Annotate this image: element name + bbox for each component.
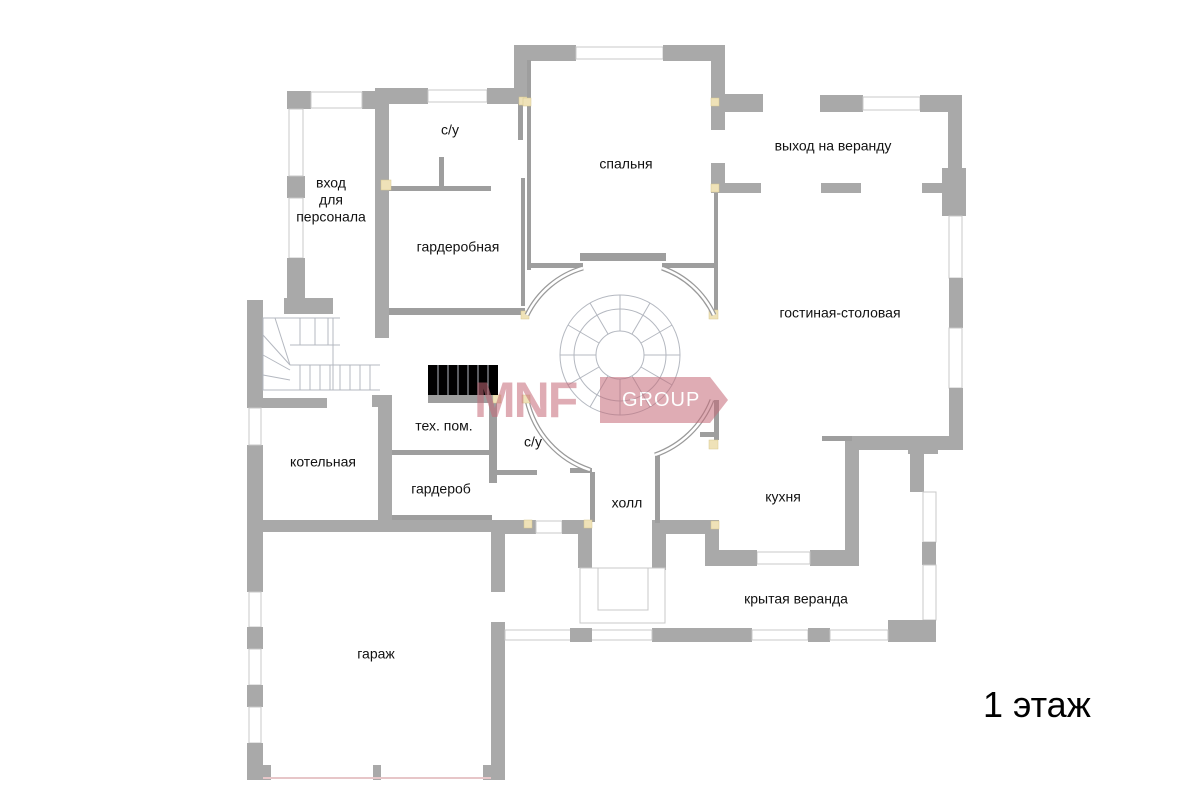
room-label-living-dining: гостиная-столовая bbox=[779, 304, 901, 321]
staircase-middle bbox=[428, 365, 498, 395]
room-label-hall: холл bbox=[611, 494, 643, 511]
room-label-veranda-exit: выход на веранду bbox=[774, 137, 892, 154]
spiral-staircase bbox=[521, 265, 717, 473]
room-label-bathroom-top: с/у bbox=[441, 121, 459, 138]
room-label-staff-entrance: вход для персонала bbox=[296, 174, 366, 225]
walls-middle-left bbox=[247, 300, 537, 535]
room-label-bathroom-hall: с/у bbox=[524, 433, 542, 450]
walls-top-left bbox=[375, 45, 530, 338]
room-label-utility-room: тех. пом. bbox=[415, 417, 473, 434]
walls-living bbox=[700, 95, 966, 450]
walls-garage bbox=[247, 520, 653, 780]
walls-bedroom bbox=[514, 45, 763, 313]
room-label-kitchen: кухня bbox=[765, 488, 801, 505]
walls-hall bbox=[491, 455, 666, 624]
room-label-boiler-room: котельная bbox=[290, 453, 356, 470]
room-label-walk-in-closet: гардеробная bbox=[416, 238, 500, 255]
room-label-bedroom: спальня bbox=[599, 155, 653, 172]
room-label-cloakroom: гардероб bbox=[411, 480, 471, 497]
room-label-garage: гараж bbox=[357, 645, 395, 662]
walls-kitchen-veranda bbox=[652, 440, 938, 642]
staircase-left bbox=[262, 317, 380, 391]
room-label-covered-veranda: крытая веранда bbox=[744, 590, 848, 607]
walls-staff-entrance bbox=[284, 91, 376, 314]
floor-label: 1 этаж bbox=[983, 684, 1091, 725]
